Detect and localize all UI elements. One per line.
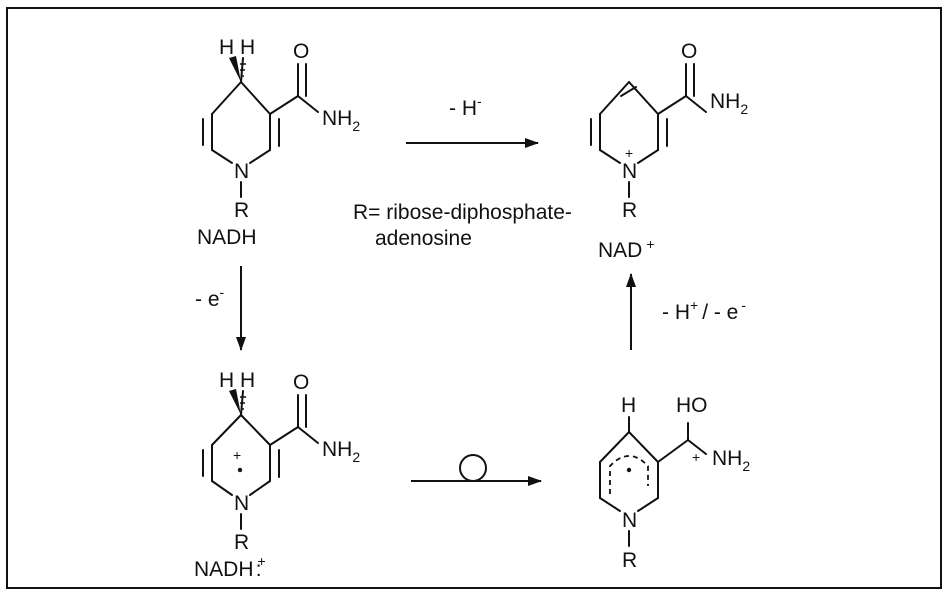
step-label-proton-electron-loss: - H+/ - e- <box>662 297 746 324</box>
compound-label-nadh-radical-cation: NADH+: <box>194 553 266 581</box>
structure-radical-intermediate: H HO + NH2 N R <box>599 394 750 572</box>
structure-nadh: H H O NH2 N R NADH <box>197 36 360 249</box>
r-group-label: R <box>622 199 637 222</box>
hydrogen-label: H <box>219 36 234 59</box>
carbonyl-oxygen-label: O <box>293 40 309 63</box>
r-group-label: R <box>622 549 637 572</box>
step-label-hydride-loss: - H- <box>449 93 482 120</box>
r-definition-line1: R= ribose-diphosphate- <box>353 201 572 224</box>
amide-group-label: NH2 <box>322 107 360 134</box>
r-definition-line2: adenosine <box>375 227 472 250</box>
ring-nitrogen-label: N <box>234 492 249 515</box>
radical-dot <box>626 467 632 473</box>
hydroxyl-label: HO <box>676 394 708 417</box>
compound-label-nad-plus: NAD+ <box>598 236 655 262</box>
step-label-electron-loss: - e- <box>195 284 225 311</box>
amide-group-label: NH2 <box>712 447 750 474</box>
compound-label-nadh: NADH <box>197 226 257 249</box>
arrow-hydride-loss: - H- <box>406 93 539 148</box>
cation-charge-label: + <box>692 449 700 465</box>
ring-nitrogen-label: N <box>622 160 637 183</box>
radical-dot <box>237 467 243 473</box>
rearrangement-circle <box>459 454 487 482</box>
scheme-frame <box>6 7 942 589</box>
hydrogen-label: H <box>240 369 255 392</box>
structure-nadh-radical-cation: H H O NH2 + N R NADH+: <box>194 369 360 581</box>
carbonyl-oxygen-label: O <box>681 40 697 63</box>
hydrogen-label: H <box>621 394 636 417</box>
r-group-label: R <box>234 531 249 554</box>
amide-group-label: NH2 <box>710 90 748 117</box>
ring-nitrogen-label: N <box>234 160 249 183</box>
arrow-proton-electron-loss: - H+/ - e- <box>626 273 746 350</box>
carbonyl-oxygen-label: O <box>293 371 309 394</box>
structure-nad-plus: O NH2 + N R NAD+ <box>590 40 748 262</box>
r-group-label: R <box>234 199 249 222</box>
ring-nitrogen-label: N <box>622 509 637 532</box>
ring-charge-label: + <box>625 145 633 161</box>
hydrogen-label: H <box>240 36 255 59</box>
hydrogen-label: H <box>219 369 234 392</box>
ring-charge-label: + <box>233 447 241 463</box>
arrow-rearrangement <box>411 454 542 486</box>
amide-group-label: NH2 <box>322 438 360 465</box>
arrow-electron-loss: - e- <box>195 266 246 351</box>
